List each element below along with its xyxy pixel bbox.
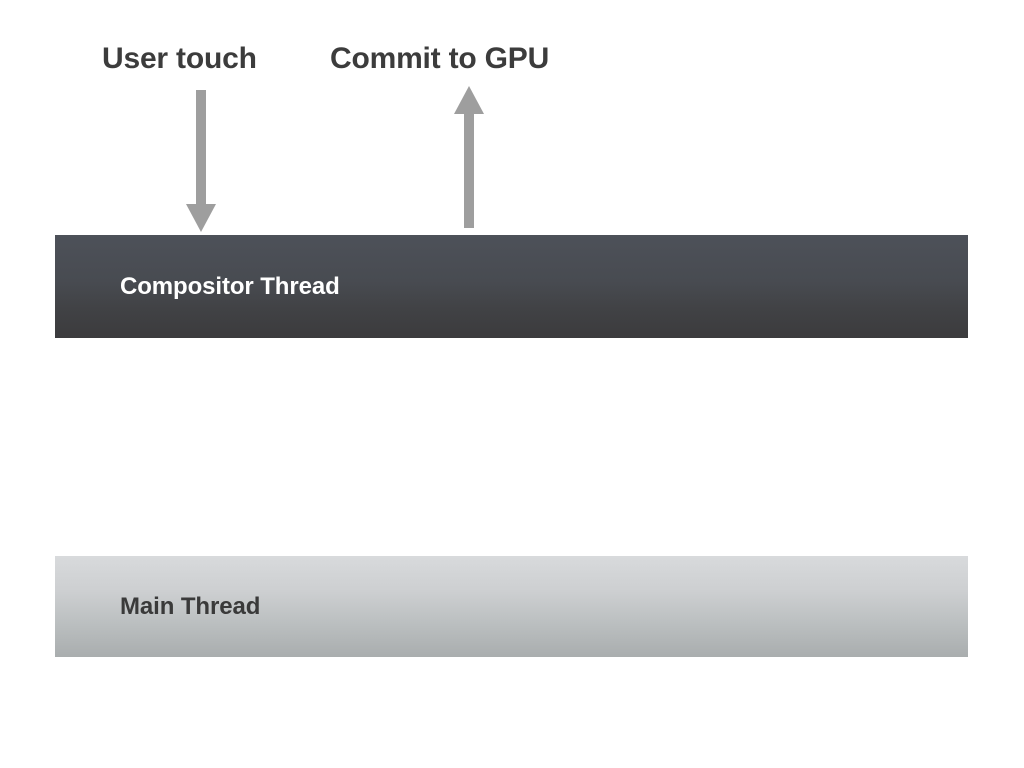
arrow-down-icon-user-touch [186, 90, 216, 232]
annotation-label-commit-to-gpu: Commit to GPU [330, 42, 550, 75]
annotation-label-user-touch: User touch [102, 42, 257, 75]
lane-main-thread: Main Thread [55, 556, 968, 657]
lane-compositor-thread: Compositor Thread [55, 235, 968, 338]
lane-label-main-thread: Main Thread [120, 592, 261, 620]
lane-label-compositor-thread: Compositor Thread [120, 272, 340, 300]
arrow-up-icon-commit-to-gpu [454, 86, 484, 228]
